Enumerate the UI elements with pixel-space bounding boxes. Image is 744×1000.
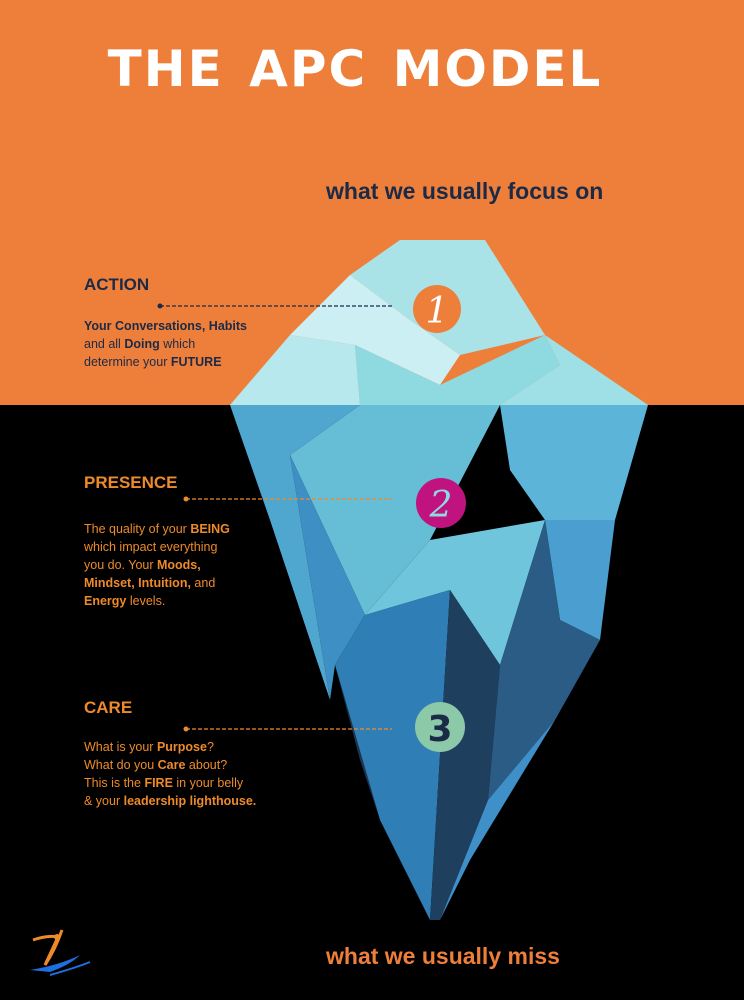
description-care: What is your Purpose? What do you Care ab… [84, 738, 256, 810]
description-segment: determine your [84, 355, 171, 369]
iceberg-facet [290, 405, 500, 615]
badge-3-number: 3 [427, 709, 452, 750]
heading-presence: PRESENCE [84, 473, 178, 492]
iceberg-facet [335, 590, 450, 920]
description-segment: you do. Your [84, 558, 157, 572]
page-title: THE APC MODEL [107, 40, 603, 98]
logo-icon [30, 929, 91, 976]
description-segment: FUTURE [170, 355, 222, 369]
connector-dot [157, 303, 163, 309]
description-segment: ? [206, 740, 214, 754]
iceberg-facet [545, 520, 615, 640]
iceberg-facet [430, 590, 500, 920]
caption-miss: what we usually miss [326, 943, 560, 969]
iceberg-facet [500, 405, 648, 520]
description-segment: Your [84, 319, 116, 333]
badge-1 [413, 285, 461, 333]
description-segment: Conversations, Habits [115, 319, 248, 333]
badge-1-number: 1 [426, 291, 449, 332]
iceberg-facet [230, 405, 360, 700]
description-segment: Mindset, Intuition, [84, 576, 191, 590]
heading-care: CARE [84, 698, 133, 717]
iceberg-facet [335, 665, 380, 820]
iceberg-facet [488, 520, 600, 800]
description-segment: and [190, 576, 216, 590]
description-segment: Moods, [156, 558, 201, 572]
iceberg-facet [230, 335, 360, 405]
description-segment: in your belly [172, 776, 244, 790]
description-segment: Care [157, 758, 186, 772]
iceberg-facet [290, 275, 460, 385]
badge-2 [416, 478, 466, 528]
iceberg-facet [365, 520, 545, 665]
description-segment: The quality of your [84, 522, 191, 536]
description-segment: Energy [84, 594, 127, 608]
description-presence: The quality of your BEING which impact ev… [84, 520, 230, 610]
description-segment: which [159, 337, 196, 351]
description-segment: which impact everything [84, 540, 218, 554]
description-segment: Doing [124, 337, 160, 351]
description-segment: about? [185, 758, 228, 772]
iceberg-facet [355, 335, 560, 405]
heading-action: ACTION [84, 275, 150, 294]
description-segment: What do you [84, 758, 158, 772]
badge-2-number: 2 [429, 485, 453, 526]
caption-focus: what we usually focus on [326, 178, 604, 204]
iceberg-facet [290, 455, 365, 700]
description-segment: BEING [190, 522, 230, 536]
badge-3 [415, 702, 465, 752]
description-segment: What is your [84, 740, 157, 754]
description-segment: Purpose [156, 740, 207, 754]
iceberg-facet [500, 335, 648, 405]
connector-dot [183, 726, 189, 732]
description-segment: levels. [126, 594, 166, 608]
description-segment: leadership lighthouse. [123, 794, 257, 808]
description-segment: and all [84, 337, 125, 351]
connector-dot [183, 496, 189, 502]
description-segment: & your [84, 794, 124, 808]
description-segment: This is the [84, 776, 145, 790]
description-segment: FIRE [144, 776, 173, 790]
